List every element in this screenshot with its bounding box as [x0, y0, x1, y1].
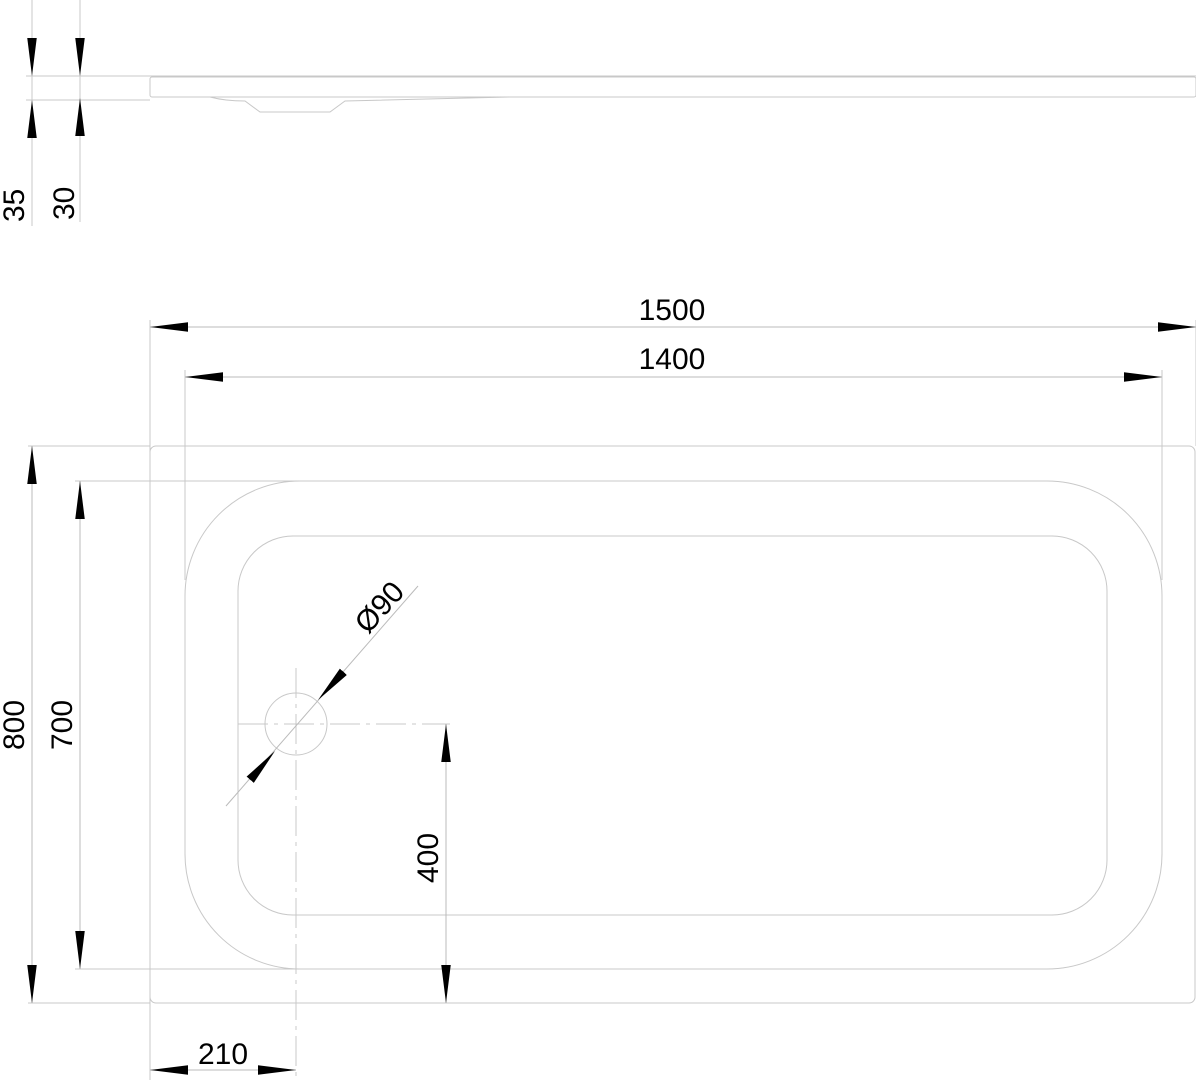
- dimension-400: 400: [412, 833, 445, 883]
- dimension-drain-diameter: Ø90: [349, 575, 411, 639]
- dimension-700: 700: [46, 700, 79, 750]
- tray-rim: [184, 480, 1163, 970]
- tray-outline: [149, 445, 1196, 1004]
- dimension-1500: 1500: [639, 294, 706, 327]
- dimension-1400: 1400: [639, 343, 706, 376]
- plan-view: 1500 1400 800 700 Ø90 400 210: [0, 294, 1196, 1080]
- dimension-30: 30: [48, 187, 81, 220]
- dimension-210: 210: [198, 1038, 248, 1071]
- side-view: 35 30: [0, 0, 1196, 226]
- tray-basin: [237, 535, 1108, 916]
- dimension-35: 35: [0, 189, 31, 222]
- dimension-800: 800: [0, 700, 31, 750]
